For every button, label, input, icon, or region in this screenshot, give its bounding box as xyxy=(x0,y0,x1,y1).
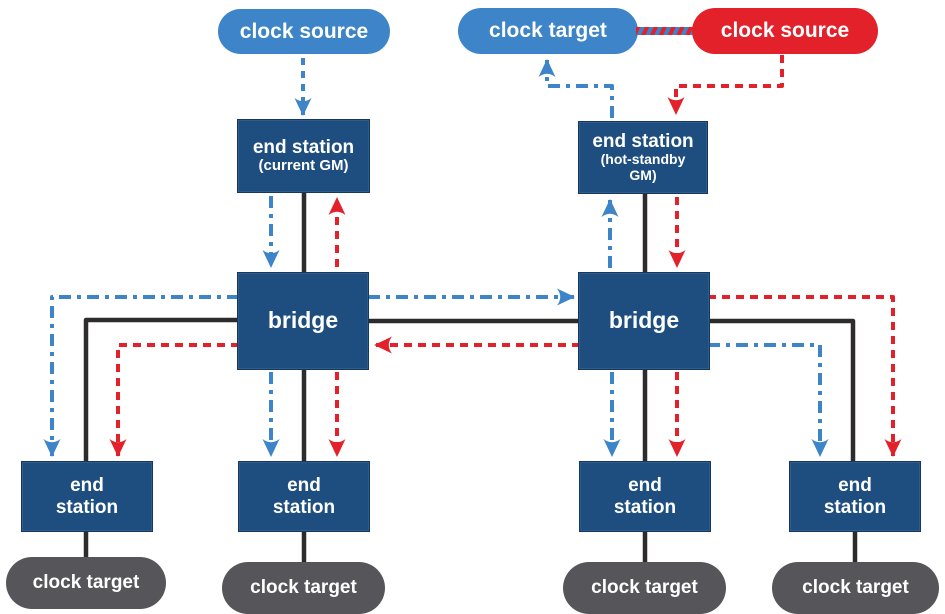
clock-target-3-pill: clock target xyxy=(563,562,726,614)
end-station-current-gm-subtitle: (current GM) xyxy=(258,157,349,175)
end-station-3-line2: station xyxy=(613,496,677,518)
clock-target-4-label: clock target xyxy=(802,577,909,599)
end-station-1-line1: end xyxy=(70,475,104,497)
clock-target-1-pill: clock target xyxy=(6,557,166,609)
end-station-4-line1: end xyxy=(838,475,872,497)
bridge-left-label: bridge xyxy=(267,307,339,334)
end-station-1-box: end station xyxy=(21,461,153,532)
standby-bridge-left-to-es1 xyxy=(109,343,239,457)
sync-bridge-left-to-es1 xyxy=(43,295,239,457)
clock-target-3-label: clock target xyxy=(591,577,698,599)
end-station-4-line2: station xyxy=(823,496,887,518)
sync-standby-to-clock-target xyxy=(538,59,614,118)
bridge-left-box: bridge xyxy=(237,272,369,370)
clock-target-2-label: clock target xyxy=(250,577,357,599)
clock-source-left-pill: clock source xyxy=(218,9,390,54)
link-bridge-right-es4 xyxy=(708,318,856,464)
end-station-1-line2: station xyxy=(55,496,119,518)
end-station-4-box: end station xyxy=(789,461,921,532)
bridge-right-label: bridge xyxy=(608,307,680,334)
end-station-2-line2: station xyxy=(272,496,336,518)
end-station-hot-standby-subtitle-2: GM) xyxy=(629,167,657,184)
end-station-current-gm-title: end station xyxy=(252,136,355,158)
end-station-hot-standby-subtitle-1: (hot-standby xyxy=(600,151,686,168)
clock-target-2-pill: clock target xyxy=(222,562,385,614)
end-station-3-line1: end xyxy=(628,475,662,497)
clock-source-right-label: clock source xyxy=(720,19,850,43)
standby-source-to-standby-gm xyxy=(667,55,784,115)
end-station-hot-standby-title: end station xyxy=(592,131,694,153)
clock-target-top-label: clock target xyxy=(489,19,607,43)
clock-source-left-label: clock source xyxy=(239,19,369,43)
clock-target-top-pill: clock target xyxy=(458,8,638,54)
clock-target-1-label: clock target xyxy=(32,572,140,594)
standby-bridge-right-to-es4 xyxy=(708,295,902,457)
clock-target-4-pill: clock target xyxy=(772,562,939,614)
end-station-2-line1: end xyxy=(287,475,321,497)
end-station-hot-standby-gm-box: end station (hot-standby GM) xyxy=(578,121,708,194)
clock-target-source-striped-link xyxy=(636,27,694,35)
end-station-2-box: end station xyxy=(238,461,370,532)
sync-bridge-right-to-es4 xyxy=(708,343,829,457)
clock-source-right-pill: clock source xyxy=(692,8,878,54)
end-station-3-box: end station xyxy=(579,461,711,532)
link-bridge-left-es1 xyxy=(83,317,239,464)
bridge-right-box: bridge xyxy=(578,272,710,370)
end-station-current-gm-box: end station (current GM) xyxy=(237,119,370,193)
